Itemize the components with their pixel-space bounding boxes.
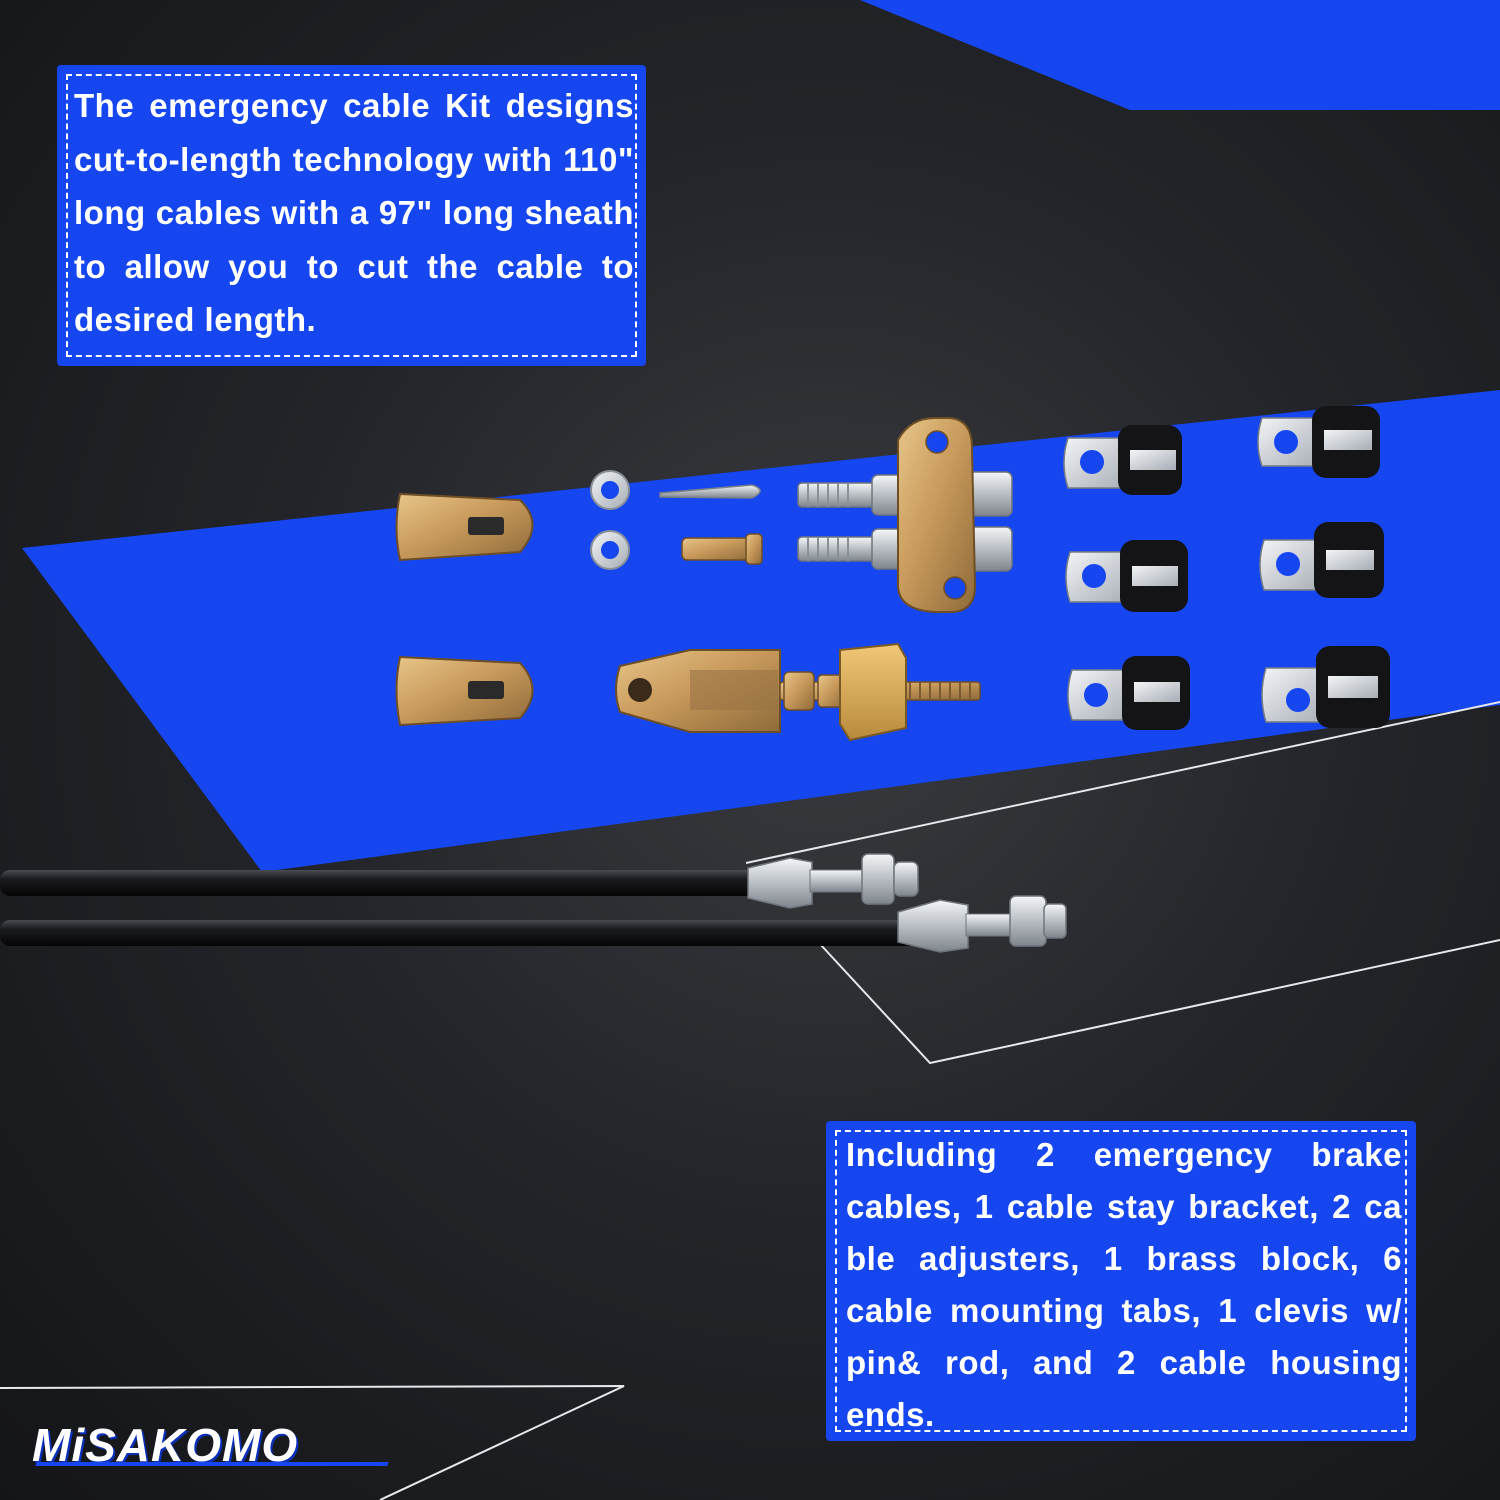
cable-mounting-tab bbox=[1063, 425, 1182, 495]
emergency-brake-cable bbox=[0, 895, 1067, 953]
dashed-border bbox=[66, 74, 637, 357]
diagonal-outline-line bbox=[745, 701, 1500, 864]
cable-housing-end bbox=[395, 492, 534, 562]
cable-stay-bracket bbox=[897, 417, 977, 613]
top-feature-callout: The emergency cable Kit designs cut-to-l… bbox=[57, 65, 646, 366]
cotter-pin bbox=[659, 484, 761, 499]
cut-to-length-description: The emergency cable Kit designs cut-to-l… bbox=[74, 87, 634, 338]
cable-mounting-tab bbox=[1257, 406, 1380, 478]
washer bbox=[590, 530, 630, 570]
brass-block bbox=[839, 642, 907, 742]
middle-blue-band bbox=[22, 390, 1500, 872]
lower-outline-line bbox=[819, 939, 1500, 1065]
emergency-brake-cable bbox=[0, 853, 919, 909]
dashed-border bbox=[835, 1130, 1407, 1432]
top-blue-stripe bbox=[860, 0, 1500, 110]
cable-mounting-tab bbox=[1065, 540, 1188, 612]
bottom-contents-callout: Including 2 emergency brake cables, 1 ca… bbox=[826, 1121, 1416, 1441]
brand-logo-underline bbox=[35, 1462, 389, 1466]
kit-contents-description: Including 2 emergency brake cables, 1 ca… bbox=[846, 1136, 1402, 1433]
bottom-left-outline-line bbox=[0, 1385, 625, 1500]
cable-mounting-tab bbox=[1261, 646, 1390, 728]
clevis-pin bbox=[681, 533, 763, 565]
washer bbox=[590, 470, 630, 510]
cable-mounting-tab bbox=[1259, 522, 1384, 598]
cable-housing-end bbox=[395, 655, 534, 727]
cable-mounting-tab bbox=[1067, 656, 1190, 730]
